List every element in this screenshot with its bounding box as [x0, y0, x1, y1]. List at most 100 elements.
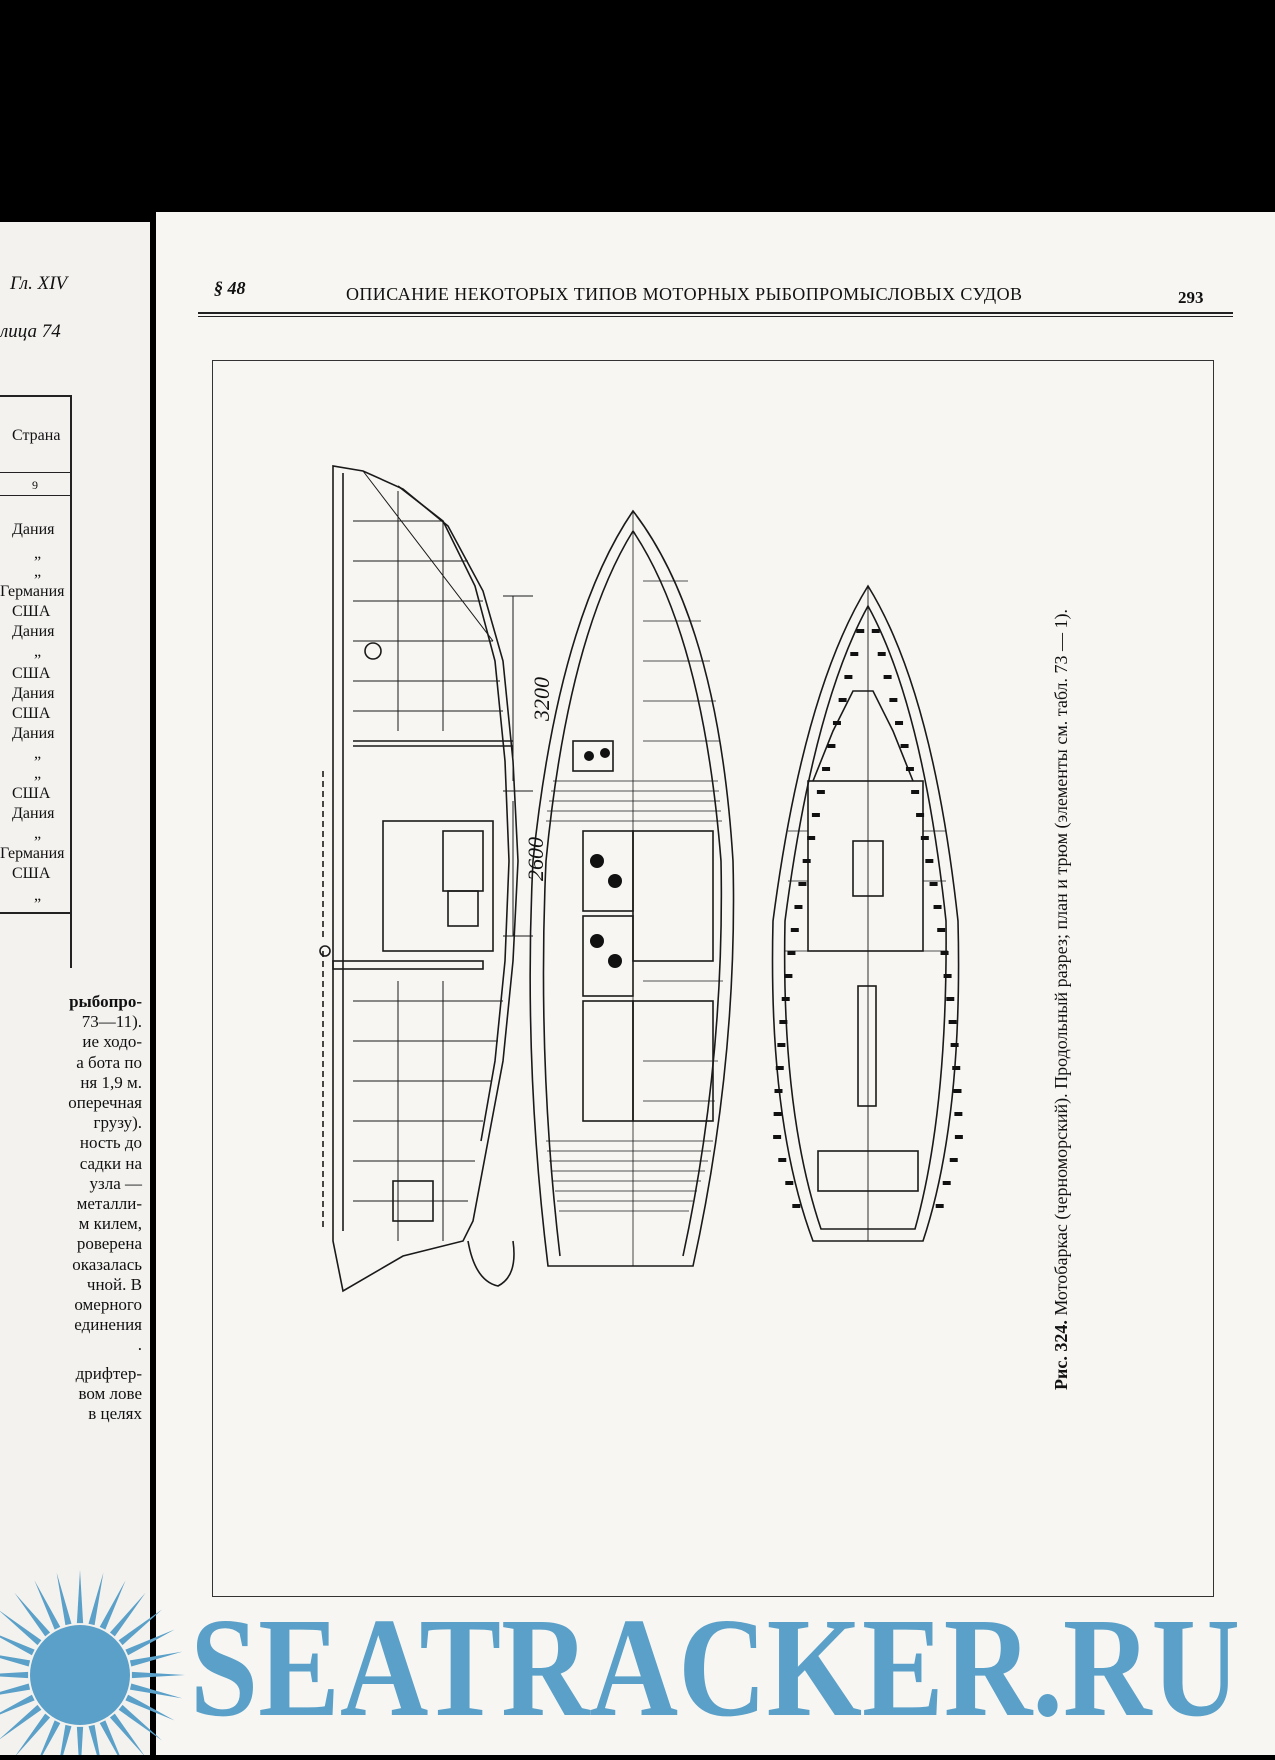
table-header: лица 74	[0, 321, 61, 342]
figure-caption: Рис. 324. Мотобаркас (черноморский). Про…	[1051, 540, 1083, 1390]
section-title: ОПИСАНИЕ НЕКОТОРЫХ ТИПОВ МОТОРНЫХ РЫБОПР…	[346, 284, 1023, 304]
page-number: 293	[1178, 288, 1204, 307]
watermark: SEATRACKER.RU	[0, 1565, 1275, 1760]
caption-text: Мотобаркас (черноморский). Продольный ра…	[1051, 608, 1071, 1316]
country-cell: „	[34, 745, 42, 762]
sun-ray	[0, 1635, 35, 1656]
country-cell: Германия	[0, 583, 65, 600]
body-text-line: чной. В	[86, 1274, 142, 1294]
country-cell: США	[12, 865, 51, 882]
deck-bollards	[584, 748, 622, 968]
sun-ray	[118, 1704, 163, 1741]
table-top-rule	[0, 395, 72, 397]
body-text-line: садки на	[79, 1153, 142, 1173]
sun-ray	[0, 1671, 29, 1679]
sun-logo-icon	[0, 1570, 185, 1760]
caption-label: Рис. 324.	[1051, 1320, 1071, 1390]
sun-ray	[109, 1713, 146, 1758]
body-text-line: а бота по	[76, 1052, 142, 1072]
country-cell: Дания	[12, 805, 55, 822]
hold-frame-ticks	[773, 629, 963, 1208]
chapter-header: Гл. XIV	[10, 273, 68, 294]
country-cell: „	[34, 887, 42, 904]
country-cell: США	[12, 785, 51, 802]
sun-ray	[0, 1694, 35, 1715]
sun-ray	[59, 1724, 72, 1760]
body-text-line: грузу).	[93, 1113, 142, 1133]
sun-ray	[131, 1671, 185, 1679]
dimension-label-3200: 3200	[529, 677, 554, 722]
country-cell: „	[34, 563, 42, 580]
sun-disc	[30, 1625, 130, 1725]
right-page: § 48 ОПИСАНИЕ НЕКОТОРЫХ ТИПОВ МОТОРНЫХ Р…	[156, 212, 1275, 1755]
body-text-line: узла —	[89, 1173, 143, 1193]
sun-ray	[125, 1694, 175, 1721]
running-head: § 48 ОПИСАНИЕ НЕКОТОРЫХ ТИПОВ МОТОРНЫХ Р…	[156, 278, 1275, 308]
body-text-line: рыбопро-	[69, 992, 142, 1011]
sun-ray	[0, 1704, 42, 1739]
longitudinal-section	[319, 465, 533, 1293]
sun-ray	[129, 1683, 183, 1699]
column-number: 9	[32, 478, 38, 492]
body-text-line: дрифтер-	[75, 1363, 142, 1383]
body-text-line: ность до	[79, 1133, 142, 1153]
country-cell: „	[34, 643, 42, 660]
table-right-rule	[70, 395, 72, 968]
watermark-graphic: SEATRACKER.RU	[0, 1570, 1240, 1760]
sun-ray	[76, 1726, 84, 1760]
sun-ray	[88, 1572, 104, 1626]
sun-ray	[0, 1655, 31, 1667]
watermark-text: SEATRACKER.RU	[190, 1588, 1240, 1746]
country-cell: США	[12, 705, 51, 722]
body-text-line: роверена	[76, 1234, 142, 1254]
dimension-label-2600: 2600	[523, 837, 548, 881]
body-text-line: металли-	[76, 1194, 142, 1213]
sun-ray	[14, 1592, 51, 1637]
table-bottom-rule	[0, 912, 72, 914]
country-cell: США	[12, 603, 51, 620]
country-cell: Дания	[12, 725, 55, 742]
country-cell: Дания	[12, 623, 55, 640]
boat-drawing: 3200 2600	[319, 465, 963, 1293]
body-text-line: 73—11).	[81, 1012, 142, 1032]
body-text-line: м килем,	[78, 1214, 142, 1234]
country-cell: „	[34, 825, 42, 842]
sun-ray	[14, 1713, 51, 1758]
number-rule	[0, 495, 72, 496]
body-text-line: в целях	[88, 1404, 142, 1423]
sun-ray	[88, 1724, 101, 1760]
country-cell: Дания	[12, 521, 55, 538]
sun-ray	[118, 1609, 163, 1646]
figure-frame: 3200 2600	[212, 360, 1214, 1597]
body-text-line: .	[137, 1335, 142, 1355]
body-text-line: вом лове	[78, 1383, 142, 1403]
body-text-line: ие ходо-	[82, 1032, 142, 1052]
sun-ray	[38, 1720, 61, 1760]
hold-plan	[771, 584, 960, 1242]
deck-plan	[529, 509, 735, 1267]
body-text-line: ня 1,9 м.	[80, 1072, 142, 1092]
sun-ray	[109, 1592, 146, 1637]
sun-ray	[0, 1683, 31, 1695]
sun-ray	[56, 1572, 72, 1626]
head-rule-2	[198, 316, 1233, 317]
body-text-line: омерного	[74, 1295, 142, 1314]
country-cell: Дания	[12, 685, 55, 702]
header-rule	[0, 472, 72, 473]
body-text-line: единения	[74, 1315, 142, 1335]
country-cell: США	[12, 665, 51, 682]
sun-ray	[99, 1580, 126, 1630]
column-title: Страна	[12, 427, 61, 444]
sun-ray	[34, 1580, 61, 1630]
body-text-line: оперечная	[68, 1093, 142, 1112]
country-cell: Германия	[0, 845, 65, 862]
sun-ray	[129, 1651, 183, 1667]
left-page: Гл. XIV лица 74 Страна 9 Дания„„Германия…	[0, 222, 150, 1755]
sun-ray	[76, 1570, 84, 1624]
sun-ray	[125, 1629, 175, 1656]
section-mark: § 48	[214, 278, 246, 298]
sun-ray	[99, 1720, 122, 1760]
country-cell: „	[34, 545, 42, 562]
head-rule-1	[198, 312, 1233, 314]
sun-ray	[0, 1611, 42, 1646]
